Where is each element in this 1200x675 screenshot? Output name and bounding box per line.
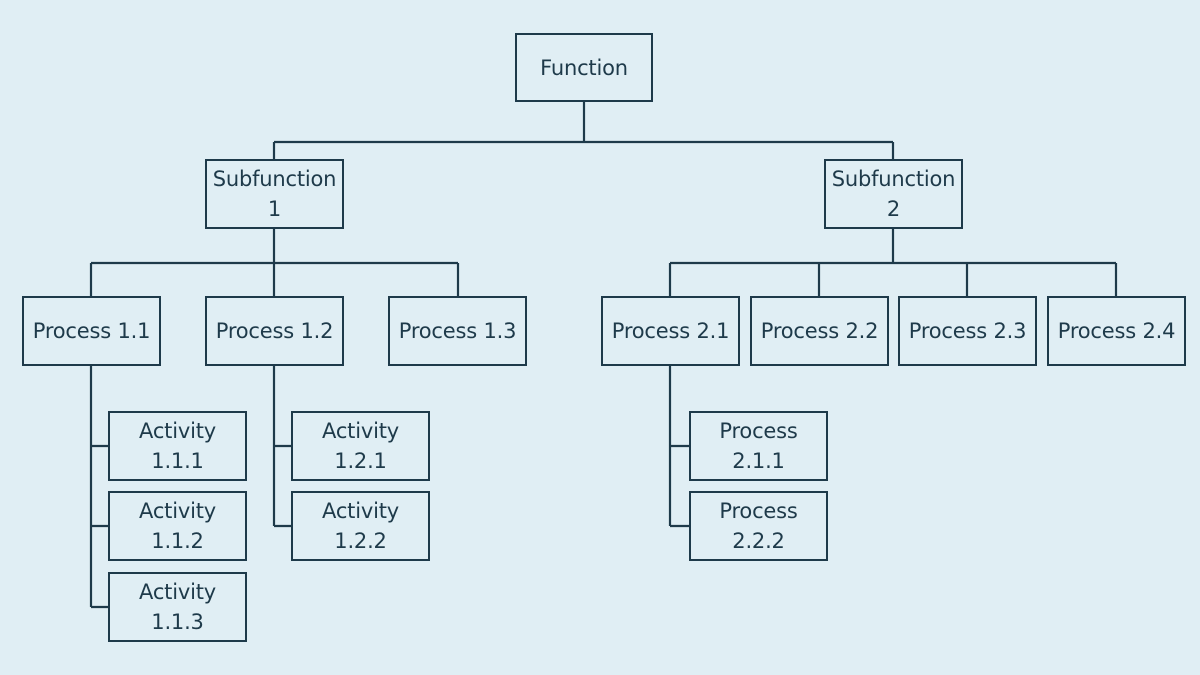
node-label: Process 2.2 (760, 319, 879, 343)
node-subfunction-2: Subfunction 2 (824, 159, 963, 229)
node-label: Process 1.2 (215, 319, 334, 343)
node-label: Process 1.1 (32, 319, 151, 343)
node-function: Function (515, 33, 653, 102)
node-label: Process 2.1.1 (719, 419, 798, 473)
node-subfunction-1: Subfunction 1 (205, 159, 344, 229)
node-label: Process 2.2.2 (719, 499, 798, 553)
node-activity-1-1-2: Activity 1.1.2 (108, 491, 247, 561)
node-process-2-1-1: Process 2.1.1 (689, 411, 828, 481)
node-process-2-2-2: Process 2.2.2 (689, 491, 828, 561)
node-label: Process 2.4 (1057, 319, 1176, 343)
node-label: Activity 1.1.1 (139, 419, 216, 473)
node-process-2-4: Process 2.4 (1047, 296, 1186, 366)
node-label: Subfunction 1 (212, 167, 337, 221)
node-process-2-1: Process 2.1 (601, 296, 740, 366)
node-activity-1-1-1: Activity 1.1.1 (108, 411, 247, 481)
node-label: Process 2.1 (611, 319, 730, 343)
node-process-1-3: Process 1.3 (388, 296, 527, 366)
node-label: Function (540, 55, 628, 80)
node-label: Process 2.3 (908, 319, 1027, 343)
node-activity-1-1-3: Activity 1.1.3 (108, 572, 247, 642)
node-process-2-2: Process 2.2 (750, 296, 889, 366)
node-process-1-1: Process 1.1 (22, 296, 161, 366)
node-process-1-2: Process 1.2 (205, 296, 344, 366)
node-process-2-3: Process 2.3 (898, 296, 1037, 366)
node-label: Subfunction 2 (831, 167, 956, 221)
node-label: Process 1.3 (398, 319, 517, 343)
node-label: Activity 1.2.1 (322, 419, 399, 473)
node-activity-1-2-1: Activity 1.2.1 (291, 411, 430, 481)
node-label: Activity 1.2.2 (322, 499, 399, 553)
node-label: Activity 1.1.3 (139, 580, 216, 634)
node-activity-1-2-2: Activity 1.2.2 (291, 491, 430, 561)
node-label: Activity 1.1.2 (139, 499, 216, 553)
